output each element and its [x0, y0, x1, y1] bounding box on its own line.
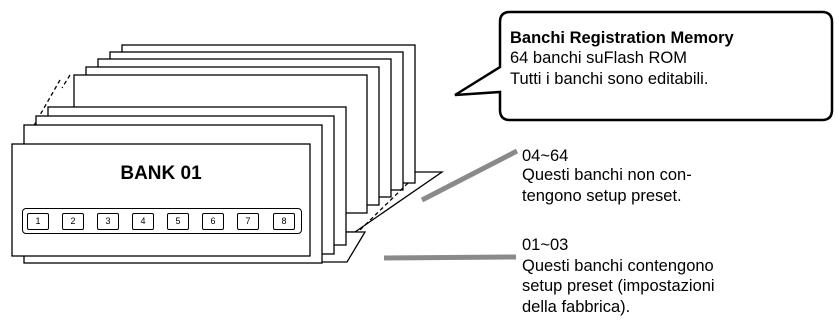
registration-button-strip: 1 2 3 4 5 6 7 8 [22, 208, 302, 234]
callout-line-2: Tutti i banchi sono editabili. [510, 70, 709, 88]
lower-annotation-line-1: Questi banchi contengono [522, 257, 714, 275]
upper-annotation-line-1: Questi banchi non con- [522, 166, 692, 184]
callout-bubble [454, 10, 834, 122]
callout-title: Banchi Registration Memory [510, 29, 734, 47]
lower-leader-line [383, 254, 517, 261]
lower-annotation-line-3: della fabbrica). [522, 298, 631, 316]
registration-button-4[interactable]: 4 [132, 213, 154, 230]
callout-line-1: 64 banchi suFlash ROM [510, 49, 687, 67]
registration-button-7[interactable]: 7 [237, 213, 259, 230]
registration-button-6[interactable]: 6 [202, 213, 224, 230]
bank-label: BANK 01 [120, 163, 202, 184]
registration-button-5[interactable]: 5 [167, 213, 189, 230]
registration-button-1[interactable]: 1 [27, 213, 49, 230]
upper-range-label: 04~64 [522, 147, 569, 165]
registration-button-2[interactable]: 2 [62, 213, 84, 230]
lower-range-label: 01~03 [522, 236, 569, 254]
registration-button-8[interactable]: 8 [273, 213, 295, 230]
bank-01-sheet [11, 143, 311, 257]
lower-annotation-line-2: setup preset (impostazioni [522, 277, 715, 295]
upper-group-dashed-edge [61, 74, 71, 89]
lower-bank-group [11, 106, 367, 264]
upper-annotation-line-2: tengono setup preset. [522, 187, 682, 205]
registration-button-3[interactable]: 3 [97, 213, 119, 230]
upper-leader-line [420, 148, 519, 203]
